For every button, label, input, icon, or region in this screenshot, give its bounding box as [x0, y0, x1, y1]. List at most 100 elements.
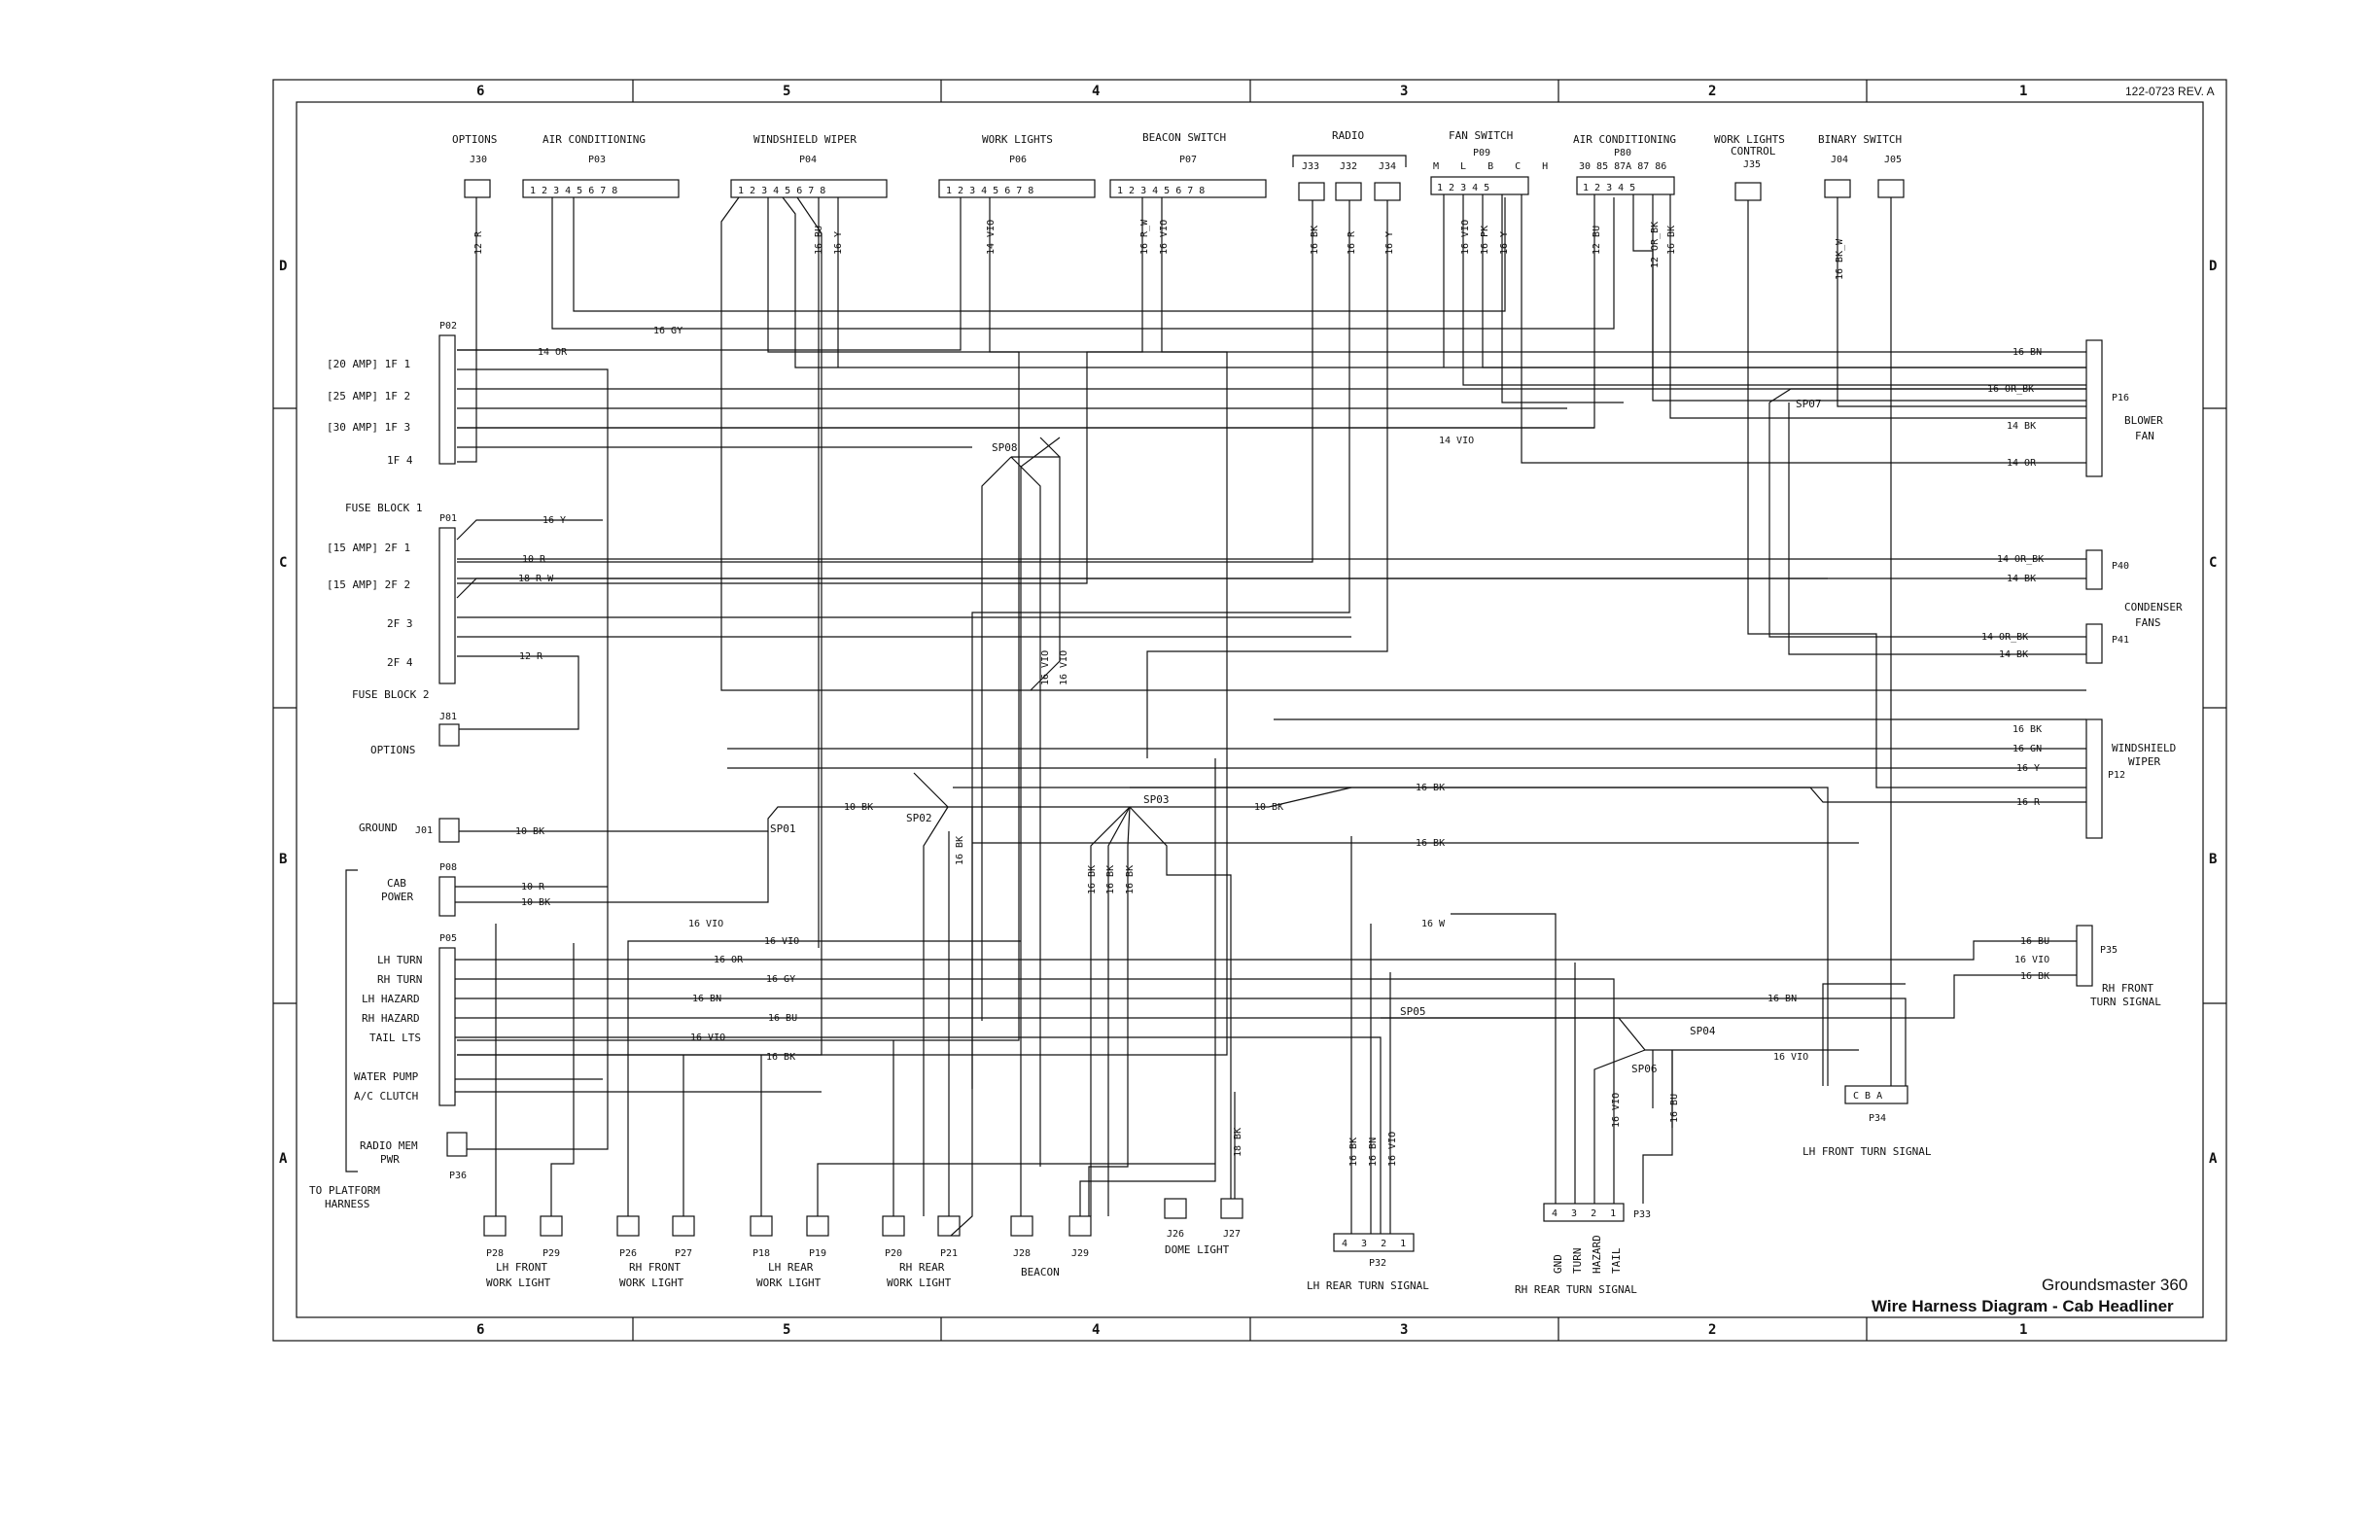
p27-label: P27 [675, 1248, 692, 1259]
wire-16bk-p32: 16 BK [1348, 1138, 1359, 1167]
fuse-block-1-label: FUSE BLOCK 1 [345, 502, 422, 514]
wire-16bn-p05: 16 BN [692, 994, 721, 1004]
wire-16gy-p05: 16 GY [766, 974, 795, 985]
wire-16rw-p07: 16 R_W [1139, 219, 1150, 255]
wire-16y-p09: 16 Y [1499, 231, 1510, 255]
power-label: POWER [381, 891, 413, 903]
j34-connector [1374, 182, 1401, 201]
zone-col-2-bottom: 2 [1708, 1322, 1716, 1338]
wire-16bk-j33: 16 BK [1310, 226, 1320, 255]
wlc-label-2: CONTROL [1731, 145, 1776, 158]
zone-col-4: 4 [1092, 84, 1100, 99]
p05-connector [438, 947, 456, 1106]
gnd-label: GND [1552, 1254, 1564, 1274]
p40-label: P40 [2112, 561, 2129, 572]
p09-pins: 1 2 3 4 5 [1437, 183, 1489, 193]
p33-connector [1543, 1203, 1625, 1222]
wlc-label-1: WORK LIGHTS [1714, 133, 1785, 146]
wire-16vio-p07: 16 VIO [1159, 220, 1170, 255]
turn-label: TURN [1571, 1248, 1584, 1275]
wire-16bk-p80: 16 BK [1666, 226, 1677, 255]
zone-col-6: 6 [476, 84, 484, 99]
wire-14vio-p06: 14 VIO [986, 220, 997, 255]
wire-10bk-j01: 10 BK [515, 826, 544, 837]
hazard-label: HAZARD [1591, 1235, 1603, 1274]
radio-top-label: RADIO [1332, 129, 1364, 142]
fanswitch-top-label: FAN SWITCH [1449, 129, 1513, 142]
wiper-label: WIPER [2128, 755, 2160, 768]
j01-connector [438, 818, 460, 843]
wire-16bk-p05: 16 BK [766, 1052, 795, 1063]
lh-rear-turn-signal-label: LH REAR TURN SIGNAL [1307, 1279, 1429, 1292]
splice-sp08: SP08 [992, 441, 1018, 454]
zone-row-d: D [279, 259, 287, 274]
blower-label: BLOWER [2124, 414, 2163, 427]
p18-connector [750, 1215, 773, 1237]
worklights-top-label: WORK LIGHTS [982, 133, 1053, 146]
p26-connector [616, 1215, 640, 1237]
wire-12r-j30: 12 R [473, 230, 484, 255]
wire-16bk-p12: 16 BK [2012, 724, 2042, 735]
title-main: Wire Harness Diagram - Cab Headliner [1872, 1297, 2174, 1315]
cab-label: CAB [387, 877, 406, 890]
rh-front-label: RH FRONT [2102, 982, 2153, 995]
wire-14bk-p41: 14 BK [1999, 649, 2028, 660]
wire-14or-p02: 14 OR [538, 347, 568, 358]
p07-label: P07 [1179, 155, 1197, 165]
wire-16r-p12: 16 R [2016, 797, 2041, 808]
splice-sp07: SP07 [1796, 398, 1822, 410]
wire-16y-p04: 16 Y [833, 231, 844, 255]
wire-18rw-p01: 18 R_W [518, 574, 554, 584]
p04-pins: 1 2 3 4 5 6 7 8 [738, 186, 825, 196]
splice-sp05: SP05 [1400, 1005, 1426, 1018]
wire-16bu-p04: 16 BU [814, 226, 824, 255]
lh-turn-label: LH TURN [377, 954, 422, 966]
wire-paths [455, 194, 2086, 1237]
rh-rear-turn-signal-label: RH REAR TURN SIGNAL [1515, 1283, 1637, 1296]
wire-16vio-p09: 16 VIO [1460, 220, 1471, 255]
p01-label: P01 [439, 513, 457, 524]
j33-connector [1298, 182, 1325, 201]
wire-14bk-p40: 14 BK [2007, 574, 2036, 584]
j35-label: J35 [1743, 159, 1761, 170]
j28-label: J28 [1013, 1248, 1031, 1259]
zone-row-c-right: C [2209, 555, 2217, 571]
zone-col-5-bottom: 5 [783, 1322, 790, 1338]
wire-16bkw-j04: 16 BK_W [1835, 238, 1845, 280]
fuse-2f1: [15 AMP] 2F 1 [327, 542, 410, 554]
j81-label: J81 [439, 712, 457, 722]
splice-labels: SP01 SP02 SP03 SP04 SP05 SP06 SP07 SP08 [770, 398, 1822, 1075]
lh-front-work-label: LH FRONT [496, 1261, 547, 1274]
wire-16bk-sp02: 16 BK [955, 836, 965, 865]
tail-lts-label: TAIL LTS [369, 1032, 421, 1044]
rh-front-work-light-label: WORK LIGHT [619, 1277, 684, 1289]
splice-sp03: SP03 [1143, 793, 1170, 806]
wire-18bk-j27: 18 BK [1233, 1128, 1243, 1157]
zone-row-d-right: D [2209, 259, 2217, 274]
doc-code: 122-0723 REV. A [2125, 85, 2215, 98]
p41-connector [2085, 623, 2103, 664]
zone-col-1: 1 [2019, 84, 2027, 99]
beacon-bottom-label: BEACON [1021, 1266, 1060, 1278]
wire-16y-p01: 16 Y [542, 515, 566, 526]
wire-16w: 16 W [1421, 919, 1446, 929]
p09-label: P09 [1473, 148, 1490, 158]
p34-pins: C B A [1853, 1091, 1882, 1102]
p05-label: P05 [439, 933, 457, 944]
p36-connector [446, 1132, 468, 1157]
wire-16vio-p05-b: 16 VIO [690, 1032, 725, 1043]
binary-top-label: BINARY SWITCH [1818, 133, 1902, 146]
wire-16vio-p32: 16 VIO [1387, 1132, 1398, 1167]
zone-row-a-right: A [2209, 1151, 2218, 1167]
wire-16bu-p35: 16 BU [2020, 936, 2049, 947]
lh-rear-work-light-label: WORK LIGHT [756, 1277, 822, 1289]
p80-label: P80 [1614, 148, 1631, 158]
lh-hazard-label: LH HAZARD [362, 993, 420, 1005]
turn-signal-label: TURN SIGNAL [2090, 996, 2161, 1008]
wire-16bn-p16: 16 BN [2012, 347, 2042, 358]
p02-connector [438, 334, 456, 465]
p34-connector [1844, 1085, 1908, 1104]
p16-label: P16 [2112, 393, 2129, 403]
p33-pins: 4 3 2 1 [1552, 1208, 1620, 1219]
